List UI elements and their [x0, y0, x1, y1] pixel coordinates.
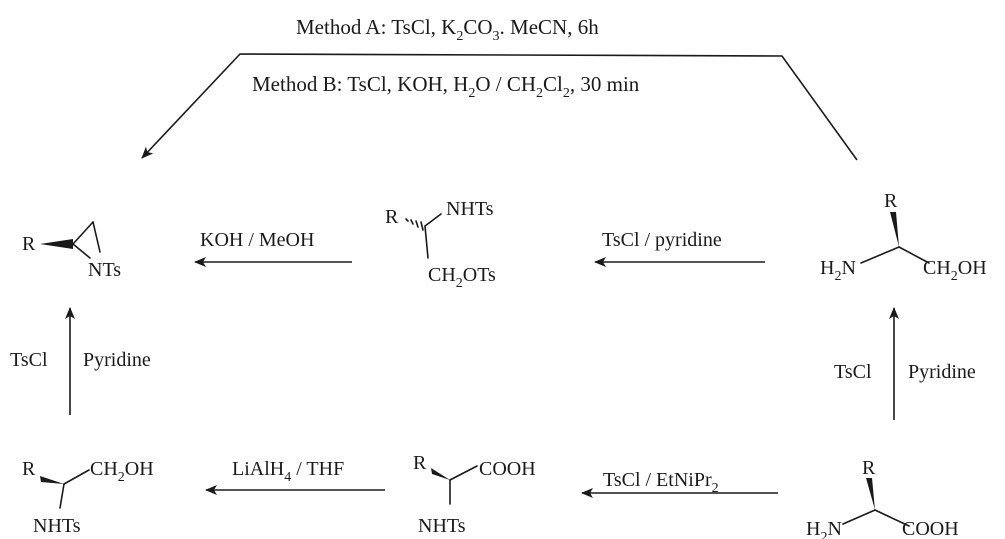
ditosyl-r-label: R [385, 206, 399, 228]
ditosyl-ch2ots-label: CH2OTs [428, 264, 496, 291]
left-vertical-pyridine-label: Pyridine [83, 349, 151, 371]
ditosyl-molecule: R NHTs CH2OTs [385, 198, 496, 291]
right-vertical-pyridine-label: Pyridine [908, 361, 976, 383]
ts-amino-acid-r-label: R [413, 452, 427, 474]
method-a-conditions: Method A: TsCl, K2CO3. MeCN, 6h [296, 15, 599, 44]
method-b-conditions: Method B: TsCl, KOH, H2O / CH2Cl2, 30 mi… [252, 72, 640, 101]
ts-aminoalcohol-molecule: R CH2OH NHTs [22, 458, 154, 537]
amino-acid-h2n-label: H2N [806, 518, 842, 539]
ts-amino-acid-wedge-bond [431, 468, 450, 480]
aziridine-nts-label: NTs [88, 259, 121, 281]
tscl-pyridine-label: TsCl / pyridine [602, 229, 722, 251]
ts-amino-acid-molecule: R COOH NHTs [413, 452, 536, 537]
ts-amino-acid-cooh-label: COOH [479, 458, 536, 480]
aziridine-r-label: R [22, 233, 36, 255]
aminoalcohol-molecule: R H2N CH2OH [820, 190, 987, 284]
aziridine-wedge-bond [40, 239, 73, 249]
ts-aminoalcohol-wedge-bond [40, 476, 64, 484]
aminoalcohol-ch2oh-label: CH2OH [923, 257, 987, 284]
aminoalcohol-r-label: R [884, 190, 898, 212]
tscl-etnipr2-label: TsCl / EtNiPr2 [603, 469, 719, 496]
ts-aminoalcohol-nhts-label: NHTs [33, 515, 81, 537]
amino-acid-r-label: R [862, 457, 876, 479]
aziridine-molecule: R NTs [22, 221, 121, 281]
ts-amino-acid-nhts-label: NHTs [418, 515, 466, 537]
ts-aminoalcohol-r-label: R [22, 458, 36, 480]
aminoalcohol-wedge-bond [890, 212, 899, 247]
amino-acid-cooh-label: COOH [902, 518, 959, 539]
aminoalcohol-h2n-label: H2N [820, 257, 856, 284]
left-vertical-tscl-label: TsCl [10, 349, 48, 371]
ditosyl-nhts-label: NHTs [446, 198, 494, 220]
ts-aminoalcohol-ch2oh-label: CH2OH [90, 458, 154, 485]
amino-acid-molecule: R H2N COOH [806, 457, 959, 539]
amino-acid-wedge-bond [866, 478, 875, 510]
koh-meoh-label: KOH / MeOH [200, 229, 314, 251]
top-bent-arrow [141, 53, 858, 161]
right-vertical-tscl-label: TsCl [834, 361, 872, 383]
lialh4-thf-label: LiAlH4 / THF [232, 458, 344, 485]
